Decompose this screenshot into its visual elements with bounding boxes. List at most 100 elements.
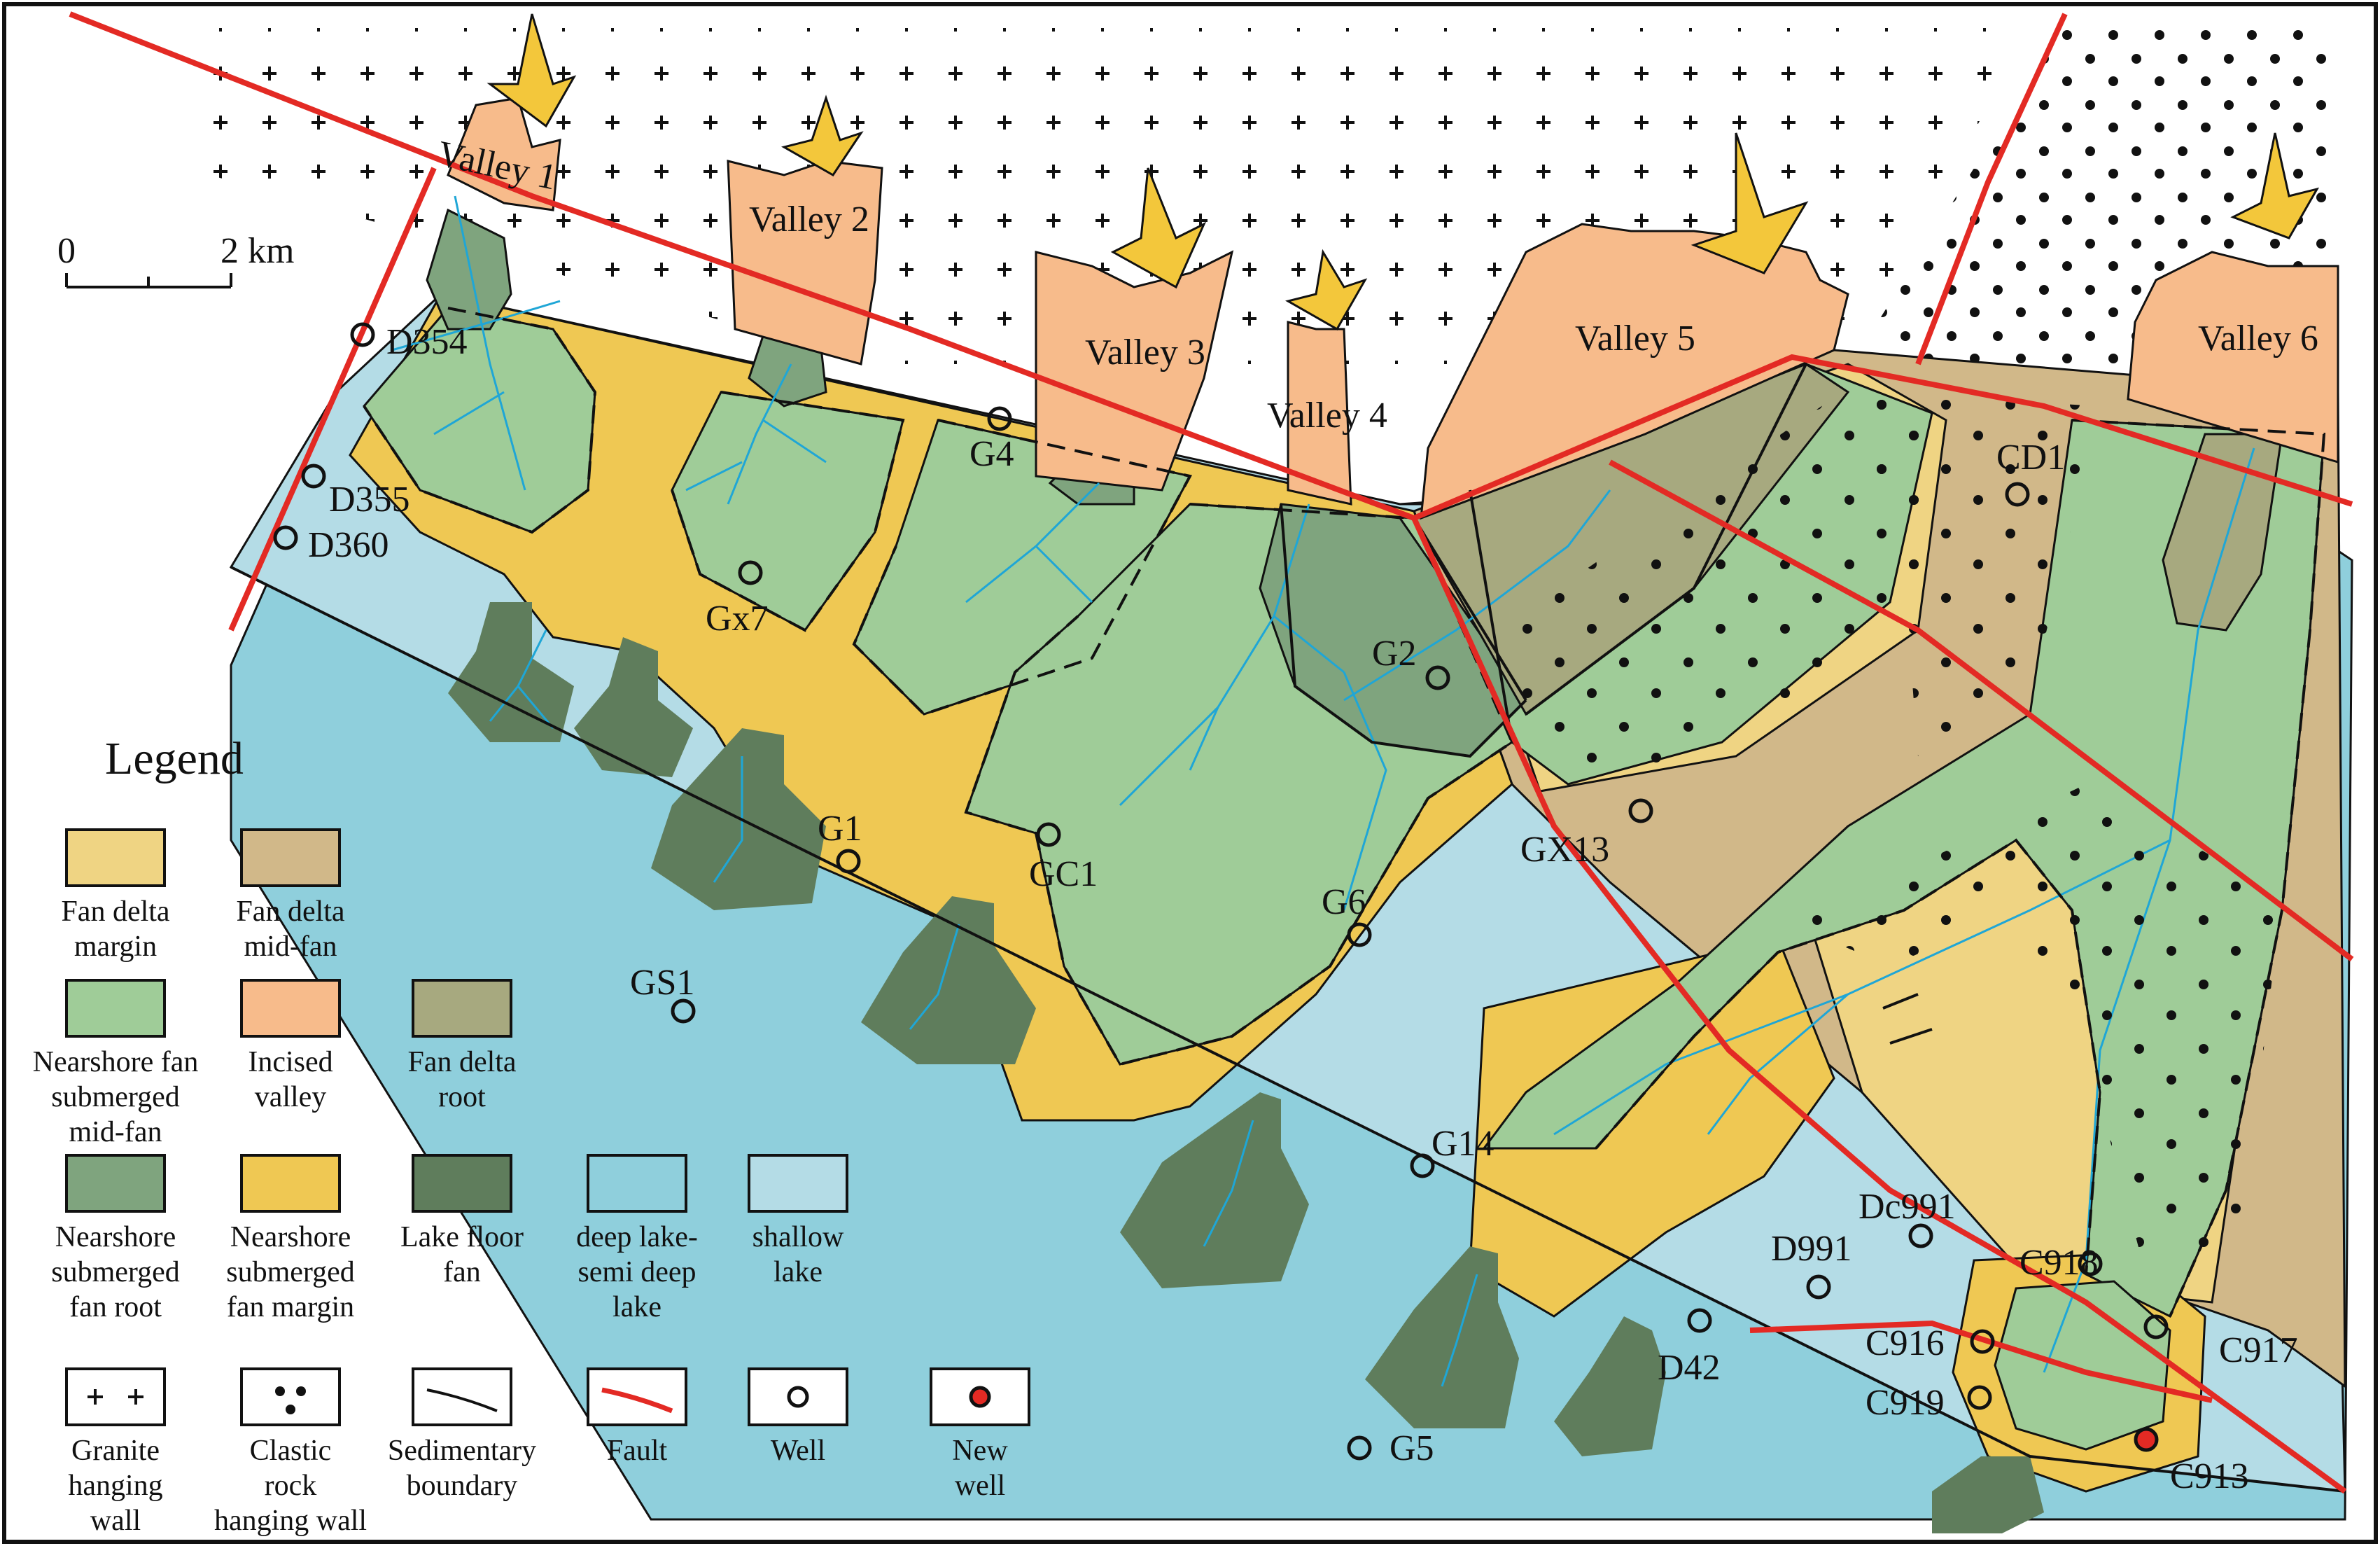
well-g2: G2	[1372, 634, 1450, 690]
well-marker	[1687, 1308, 1712, 1333]
well-c919: C919	[1865, 1383, 1992, 1423]
well-label: G5	[1390, 1428, 1434, 1468]
legend-label: Well	[771, 1435, 825, 1467]
legend-item-well: Well	[748, 1367, 848, 1467]
well-d360: D360	[273, 525, 389, 565]
valley-label-2: Valley 2	[749, 200, 869, 239]
scale-end-label: 2 km	[220, 231, 294, 271]
well-c918: C918	[2019, 1243, 2103, 1283]
well-gs1: GS1	[630, 963, 696, 1024]
legend-label: valley	[255, 1081, 327, 1113]
legend-label: Incised	[248, 1046, 332, 1078]
well-marker	[987, 406, 1012, 431]
legend-label: submerged	[226, 1256, 355, 1288]
legend-label: Nearshore	[55, 1221, 176, 1253]
well-g5: G5	[1347, 1428, 1434, 1468]
well-marker	[301, 464, 326, 489]
legend-label: New	[952, 1435, 1008, 1467]
well-marker	[2078, 1251, 2103, 1276]
legend-swatch	[412, 979, 512, 1038]
well-marker	[1908, 1223, 1933, 1248]
lake-floor-fan	[448, 602, 574, 742]
legend-swatch	[65, 1154, 166, 1213]
well-marker	[1628, 798, 1653, 823]
well-dc991: Dc991	[1858, 1187, 1956, 1248]
legend-swatch	[65, 979, 166, 1038]
lake-floor-fan	[1554, 1316, 1666, 1456]
valley-label-4: Valley 4	[1267, 396, 1387, 436]
well-marker	[1806, 1274, 1831, 1300]
legend-label: mid-fan	[244, 931, 337, 963]
well-label: C913	[2170, 1456, 2249, 1496]
well-marker	[1425, 665, 1450, 690]
well-marker	[2143, 1314, 2169, 1339]
well-label: D42	[1658, 1348, 1721, 1388]
valley-label-3: Valley 3	[1085, 333, 1205, 372]
legend-swatch	[748, 1154, 848, 1213]
legend-swatch	[65, 1367, 166, 1426]
source-arrow	[1285, 249, 1368, 331]
lake-floor-fan	[1932, 1456, 2044, 1533]
well-d355: D355	[301, 464, 410, 520]
well-label: GC1	[1029, 854, 1098, 894]
well-marker	[671, 998, 696, 1024]
well-marker	[1410, 1153, 1435, 1178]
legend-label: Granite	[71, 1435, 160, 1467]
source-arrow	[1110, 167, 1207, 289]
legend-label: semi deep	[578, 1256, 696, 1288]
wells: D354D355D360Gx7G4G2CD1GX13G1GC1G6GS1G14D…	[273, 322, 2298, 1496]
legend-label: submerged	[51, 1081, 180, 1113]
legend-label: Sedimentary	[388, 1435, 536, 1467]
legend-label: deep lake-	[576, 1221, 698, 1253]
well-label: C916	[1865, 1323, 1945, 1363]
fault-short-tick	[1882, 993, 1933, 1045]
nearshore-midfan-area-c9	[1994, 1280, 2171, 1451]
legend-label: Fan delta	[61, 896, 169, 928]
well-label: G4	[969, 434, 1014, 474]
source-arrow	[781, 95, 864, 176]
legend-label: wall	[90, 1505, 141, 1537]
well-g6: G6	[1322, 882, 1372, 947]
well-gc1: GC1	[1029, 822, 1098, 894]
well-marker	[350, 322, 375, 347]
well-label: GS1	[630, 963, 694, 1003]
legend-label: boundary	[407, 1470, 518, 1502]
legend-label: Fault	[607, 1435, 668, 1467]
legend-swatch	[412, 1367, 512, 1426]
legend-label: rock	[265, 1470, 317, 1502]
legend-swatch	[65, 828, 166, 887]
legend-label: lake	[774, 1256, 822, 1288]
valley-label-5: Valley 5	[1575, 319, 1695, 358]
well-marker	[1036, 822, 1061, 847]
scale-bar: 0 2 km	[57, 231, 294, 288]
well-label: Dc991	[1858, 1187, 1956, 1227]
scale-zero-label: 0	[57, 231, 76, 271]
well-c913: C913	[2134, 1427, 2249, 1496]
legend-label: shallow	[752, 1221, 844, 1253]
well-label: C919	[1865, 1383, 1945, 1423]
legend-label: margin	[74, 931, 157, 963]
source-arrow	[486, 13, 577, 128]
well-marker	[1347, 922, 1372, 947]
well-marker	[1967, 1385, 1992, 1410]
well-marker	[738, 560, 763, 585]
well-label: C918	[2019, 1243, 2099, 1283]
fan-delta-dots-right	[1848, 392, 2100, 756]
incised-valley	[1420, 223, 1849, 520]
well-label: G6	[1322, 882, 1366, 922]
source-arrows	[486, 13, 2320, 331]
legend-label: submerged	[51, 1256, 180, 1288]
legend-label: Nearshore fan	[33, 1046, 199, 1078]
incised-valley	[1287, 321, 1352, 506]
